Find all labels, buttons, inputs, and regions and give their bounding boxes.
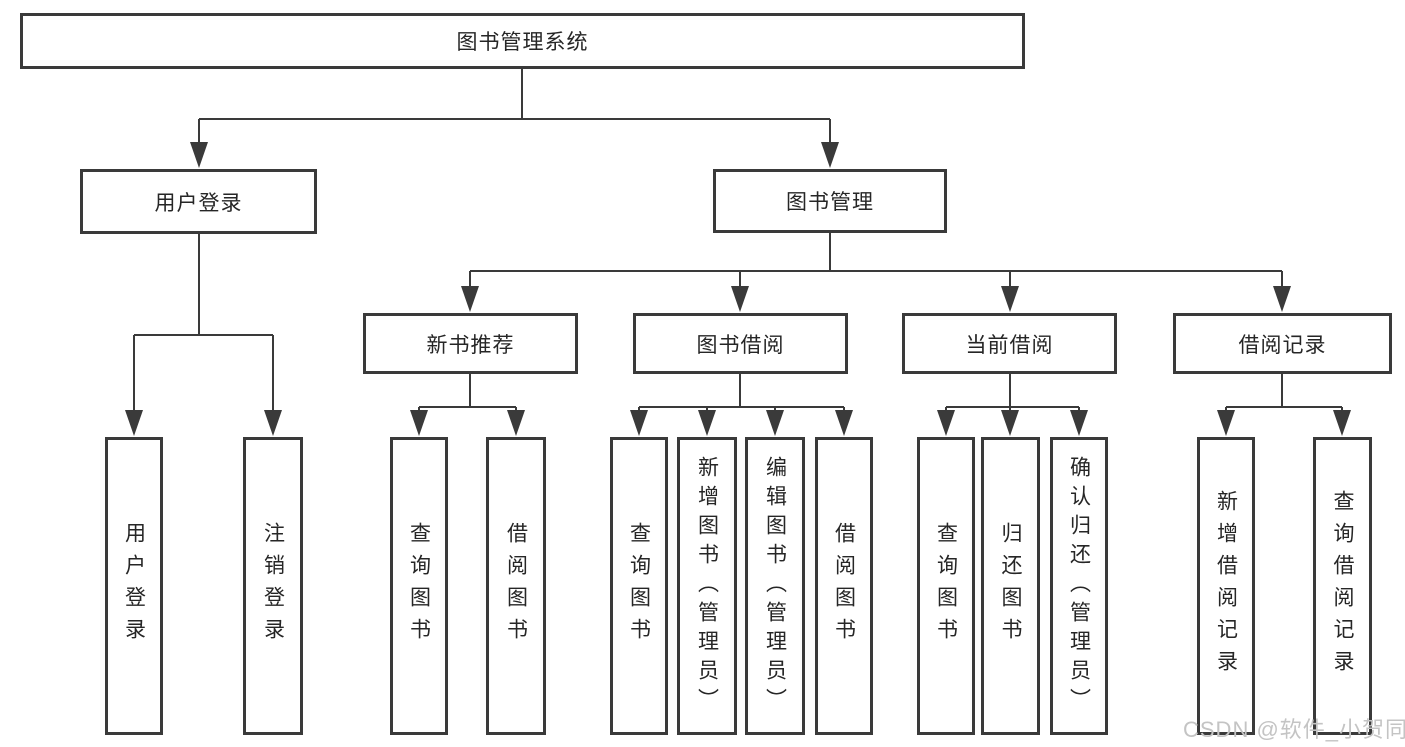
arrow-icon [630, 410, 648, 436]
leaf-user-login: 用户登录 [105, 437, 163, 735]
connector-root [198, 69, 831, 147]
arrow-icon [125, 410, 143, 436]
leaf-query-borrow-record: 查询借阅记录 [1313, 437, 1372, 735]
arrow-icon [731, 286, 749, 312]
arrow-icon [410, 410, 428, 436]
arrow-icon [1001, 286, 1019, 312]
arrow-icon [1217, 410, 1235, 436]
arrow-icon [1001, 410, 1019, 436]
connector-current-borrowing [945, 374, 1080, 415]
arrow-icon [461, 286, 479, 312]
node-label: 新书推荐 [426, 333, 515, 357]
arrow-icon [937, 410, 955, 436]
leaf-confirm-return-admin: 确认归还（管理员） [1050, 437, 1108, 735]
node-label: 借阅图书 [504, 522, 528, 650]
arrow-icon [821, 142, 839, 168]
connector-new-book-recommend [418, 374, 517, 415]
node-label: 查询图书 [934, 522, 958, 650]
node-borrowing-records: 借阅记录 [1173, 313, 1392, 374]
leaf-return-book: 归还图书 [981, 437, 1040, 735]
leaf-add-book-admin: 新增图书（管理员） [677, 437, 737, 735]
connector-book-borrowing [638, 374, 845, 415]
node-label: 用户登录 [154, 191, 243, 215]
node-label: 编辑图书（管理员） [763, 455, 787, 717]
watermark: CSDN @软件_小贺同学 [1183, 717, 1405, 742]
arrow-icon [1333, 410, 1351, 436]
node-label: 图书管理系统 [456, 31, 589, 54]
node-book-borrowing: 图书借阅 [633, 313, 848, 374]
leaf-borrow-books-recommend: 借阅图书 [486, 437, 546, 735]
node-label: 查询借阅记录 [1331, 490, 1354, 682]
node-label: 查询图书 [407, 522, 431, 650]
node-label: 借阅记录 [1238, 333, 1327, 357]
node-current-borrowing: 当前借阅 [902, 313, 1117, 374]
leaf-query-books-current: 查询图书 [917, 437, 975, 735]
node-label: 查询图书 [627, 522, 651, 650]
arrow-icon [507, 410, 525, 436]
node-label: 确认归还（管理员） [1067, 455, 1091, 717]
arrow-icon [264, 410, 282, 436]
connector-book-management [469, 233, 1283, 291]
arrow-icon [835, 410, 853, 436]
leaf-add-borrow-record: 新增借阅记录 [1197, 437, 1255, 735]
arrow-icon [766, 410, 784, 436]
node-library-management-system: 图书管理系统 [20, 13, 1025, 69]
leaf-edit-book-admin: 编辑图书（管理员） [745, 437, 805, 735]
node-label: 借阅图书 [832, 522, 856, 650]
arrow-icon [1070, 410, 1088, 436]
node-label: 归还图书 [999, 522, 1022, 650]
node-new-book-recommend: 新书推荐 [363, 313, 578, 374]
node-label: 注销登录 [261, 522, 285, 650]
leaf-query-books-borrowing: 查询图书 [610, 437, 668, 735]
node-label: 新增图书（管理员） [695, 455, 719, 717]
arrow-icon [190, 142, 208, 168]
node-user-login: 用户登录 [80, 169, 317, 234]
leaf-query-books-recommend: 查询图书 [390, 437, 448, 735]
connector-user-login [133, 234, 274, 415]
connector-borrowing-records [1225, 374, 1343, 415]
node-label: 图书管理 [786, 191, 874, 214]
leaf-logout: 注销登录 [243, 437, 303, 735]
arrow-icon [1273, 286, 1291, 312]
node-book-management: 图书管理 [713, 169, 947, 233]
node-label: 当前借阅 [965, 333, 1054, 357]
leaf-borrow-books: 借阅图书 [815, 437, 873, 735]
node-label: 图书借阅 [696, 333, 785, 357]
arrow-icon [698, 410, 716, 436]
node-label: 用户登录 [122, 522, 146, 650]
node-label: 新增借阅记录 [1214, 490, 1238, 682]
arrowheads [125, 142, 1351, 436]
